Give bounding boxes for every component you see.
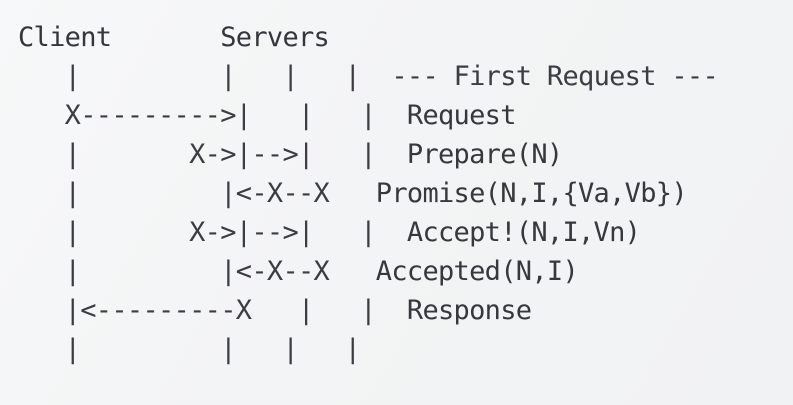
message-label: Accept!(N,I,Vn): [406, 217, 641, 248]
diagram-row: | X->|-->| | Prepare(N): [18, 135, 718, 174]
diagram-row: | X->|-->| | Accept!(N,I,Vn): [18, 213, 718, 252]
lifeline-rail: | | | |: [18, 334, 392, 365]
lifeline-rail: |<---------X | |: [18, 295, 407, 326]
column-headers: Client Servers: [18, 22, 330, 53]
diagram-row: | | | | --- First Request ---: [18, 57, 719, 96]
diagram-text-block: Client Servers | | | | --- First Request…: [18, 18, 719, 369]
lifeline-rail: | |<-X--X: [18, 256, 376, 287]
first-request-divider: --- First Request ---: [391, 61, 719, 92]
message-label: Accepted(N,I): [375, 256, 579, 287]
lifeline-rail: | | | |: [18, 61, 392, 92]
diagram-row: X--------->| | | Request: [18, 96, 718, 135]
lifeline-rail: | X->|-->| |: [18, 139, 407, 170]
message-label: Response: [406, 295, 532, 326]
message-label: Promise(N,I,{Va,Vb}): [375, 178, 688, 209]
diagram-row: | | | |: [18, 330, 718, 369]
diagram-row: |<---------X | | Response: [18, 291, 718, 330]
message-label: Prepare(N): [406, 139, 563, 170]
lifeline-rail: X--------->| | |: [18, 100, 407, 131]
diagram-row: | |<-X--X Promise(N,I,{Va,Vb}): [18, 174, 718, 213]
message-label: Request: [406, 100, 517, 131]
diagram-row: | |<-X--X Accepted(N,I): [18, 252, 718, 291]
lifeline-rail: | X->|-->| |: [18, 217, 407, 248]
lifeline-rail: | |<-X--X: [18, 178, 376, 209]
